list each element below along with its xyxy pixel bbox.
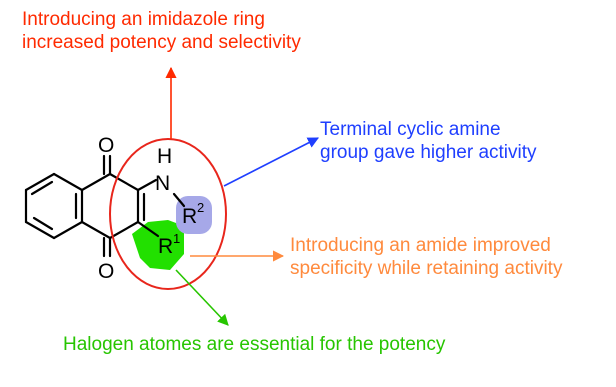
annotation-cyclic-amine-line1: Terminal cyclic amine: [320, 119, 501, 140]
atom-r1: R: [158, 235, 173, 258]
atom-o-top: O: [98, 134, 114, 157]
atom-o-bottom: O: [98, 260, 114, 283]
highlight-ellipse: [109, 138, 227, 290]
atom-r1-superscript: 1: [173, 231, 180, 246]
annotation-amide-line2: specificity while retaining activity: [290, 258, 563, 279]
annotation-halogen: Halogen atomes are essential for the pot…: [63, 333, 445, 356]
arrow-down-green: [175, 269, 229, 326]
annotation-imidazole: Introducing an imidazole ring increased …: [22, 8, 301, 54]
annotation-amide-line1: Introducing an amide improved: [290, 235, 551, 256]
annotation-amide: Introducing an amide improved specificit…: [290, 234, 562, 280]
r1-highlight-region: [132, 220, 184, 270]
r2-highlight-region: [176, 196, 212, 234]
annotation-halogen-line1: Halogen atomes are essential for the pot…: [63, 334, 446, 355]
benzene-ring: [24, 172, 84, 240]
atom-r2-superscript: 2: [197, 200, 204, 215]
annotation-cyclic-amine: Terminal cyclic amine group gave higher …: [320, 118, 537, 164]
atom-n: N: [155, 172, 170, 195]
annotation-cyclic-amine-line2: group gave higher activity: [320, 142, 537, 163]
quinone-ring: [80, 154, 146, 258]
atom-h: H: [157, 145, 172, 168]
annotation-imidazole-line1: Introducing an imidazole ring: [22, 9, 265, 30]
arrow-right-blue: [223, 137, 319, 187]
substituent-bonds: [136, 178, 186, 238]
annotation-imidazole-line2: increased potency and selectivity: [22, 32, 301, 53]
atom-r2: R: [182, 205, 197, 228]
